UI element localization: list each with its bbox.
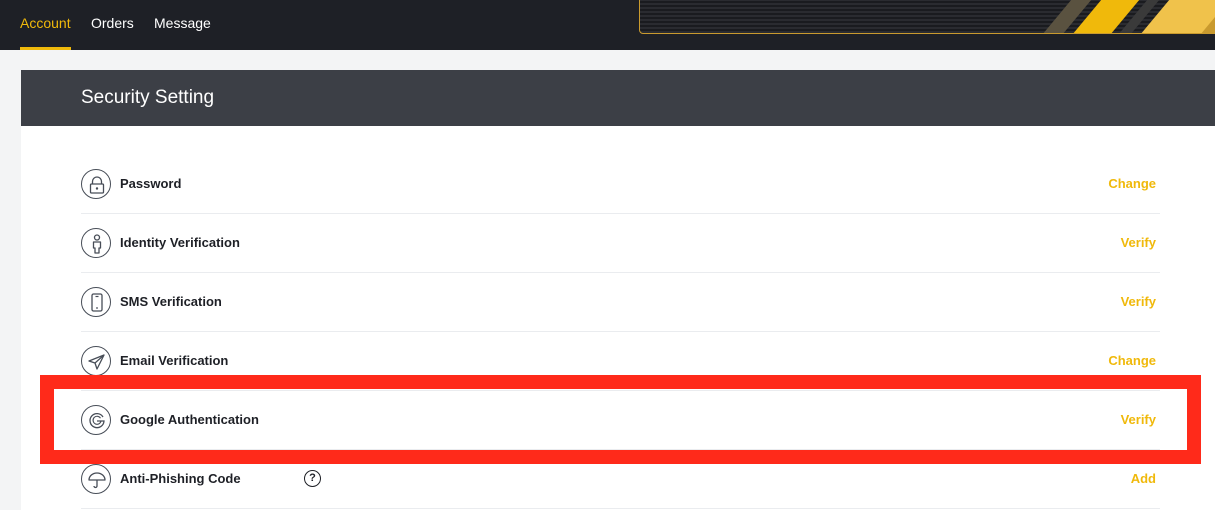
security-row-email: Email Verification Change xyxy=(81,332,1160,391)
sms-verify-link[interactable]: Verify xyxy=(1120,294,1156,309)
top-navbar: Account Orders Message xyxy=(0,0,1215,50)
security-settings-card: Security Setting Password Change Identit… xyxy=(21,70,1215,510)
tab-message-label: Message xyxy=(154,15,211,31)
help-icon[interactable]: ? xyxy=(304,470,321,487)
tab-message[interactable]: Message xyxy=(154,0,211,50)
sms-verification-label: SMS Verification xyxy=(120,294,222,309)
identity-verification-label: Identity Verification xyxy=(120,235,240,250)
page-title: Security Setting xyxy=(81,87,215,108)
security-row-identity: Identity Verification Verify xyxy=(81,214,1160,273)
google-authentication-label: Google Authentication xyxy=(120,412,259,427)
lock-icon xyxy=(81,169,111,199)
google-auth-verify-link[interactable]: Verify xyxy=(1120,412,1156,427)
person-icon xyxy=(81,228,111,258)
password-change-link[interactable]: Change xyxy=(1108,176,1156,191)
security-row-sms: SMS Verification Verify xyxy=(81,273,1160,332)
active-tab-indicator xyxy=(20,47,71,50)
email-change-link[interactable]: Change xyxy=(1108,353,1156,368)
anti-phishing-code-label: Anti-Phishing Code xyxy=(120,471,241,486)
tab-account[interactable]: Account xyxy=(20,0,71,50)
anti-phishing-add-link[interactable]: Add xyxy=(1130,471,1156,486)
email-verification-label: Email Verification xyxy=(120,353,229,368)
security-row-anti-phishing: Anti-Phishing Code ? Add xyxy=(81,450,1160,509)
banner-stripes-graphic xyxy=(1043,0,1215,33)
tab-orders[interactable]: Orders xyxy=(91,0,134,50)
google-icon xyxy=(81,405,111,435)
tab-orders-label: Orders xyxy=(91,15,134,31)
tab-account-label: Account xyxy=(20,15,71,31)
umbrella-icon xyxy=(81,464,111,494)
promo-banner[interactable] xyxy=(639,0,1215,34)
paper-plane-icon xyxy=(81,346,111,376)
security-row-password: Password Change xyxy=(81,155,1160,214)
identity-verify-link[interactable]: Verify xyxy=(1120,235,1156,250)
security-row-google-auth: Google Authentication Verify xyxy=(81,391,1160,450)
password-label: Password xyxy=(120,176,182,191)
phone-icon xyxy=(81,287,111,317)
card-header: Security Setting xyxy=(21,70,1215,126)
